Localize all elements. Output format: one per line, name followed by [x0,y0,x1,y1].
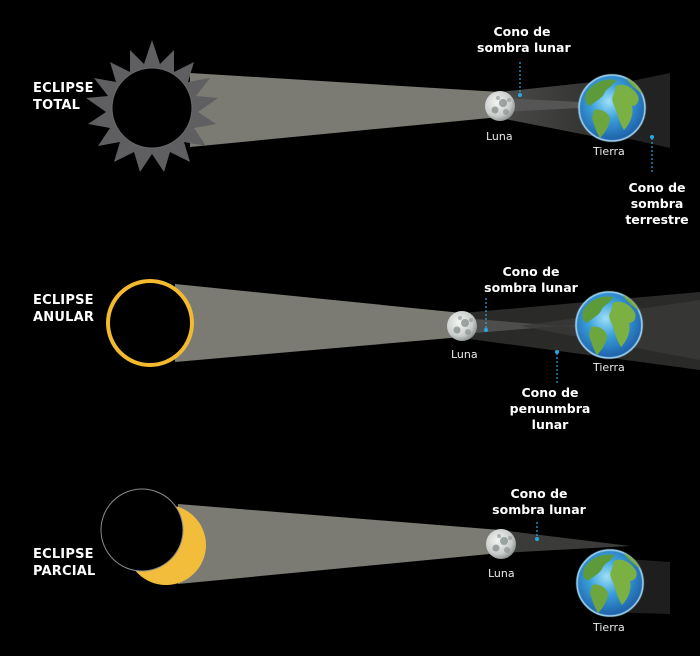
annotation-lunar-penumbra-cone: Cono de penunmbra lunar [509,385,591,432]
moon-label: Luna [451,348,478,361]
panel-title-total: ECLIPSE TOTAL [33,81,94,113]
lunar-umbra [500,98,600,112]
moon-icon [447,311,477,341]
annotation-lunar-shadow-cone: Cono de sombra lunar [477,24,571,55]
moon-icon [485,91,515,121]
moon-label: Luna [488,567,515,580]
panel-partial-eclipse [100,488,670,618]
earth-icon [577,73,647,143]
panel-total-eclipse [86,40,670,172]
moon-icon [486,529,516,559]
annotation-lunar-shadow-cone: Cono de sombra lunar [492,486,586,517]
earth-label: Tierra [593,145,625,158]
panel-title-partial: ECLIPSE PARCIAL [33,547,96,579]
annotation-lunar-umbra-cone: Cono de sombra lunar [484,264,578,295]
annular-sun-ring [106,279,194,367]
earth-icon [574,290,644,360]
panel-title-annular: ECLIPSE ANULAR [33,293,95,325]
lunar-shadow-cone [500,530,630,553]
sun-light-beam [175,284,462,362]
annotation-earth-shadow-cone: Cono de sombra terrestre [625,180,689,227]
earth-icon [575,548,645,618]
moon-label: Luna [486,130,513,143]
moon-disk-over-sun [100,488,184,572]
earth-label: Tierra [593,621,625,634]
sun-light-beam [190,73,500,147]
panel-annular-eclipse [106,279,700,385]
sun-light-beam [178,504,500,584]
moon-disk-over-sun [111,67,193,149]
earth-label: Tierra [593,361,625,374]
